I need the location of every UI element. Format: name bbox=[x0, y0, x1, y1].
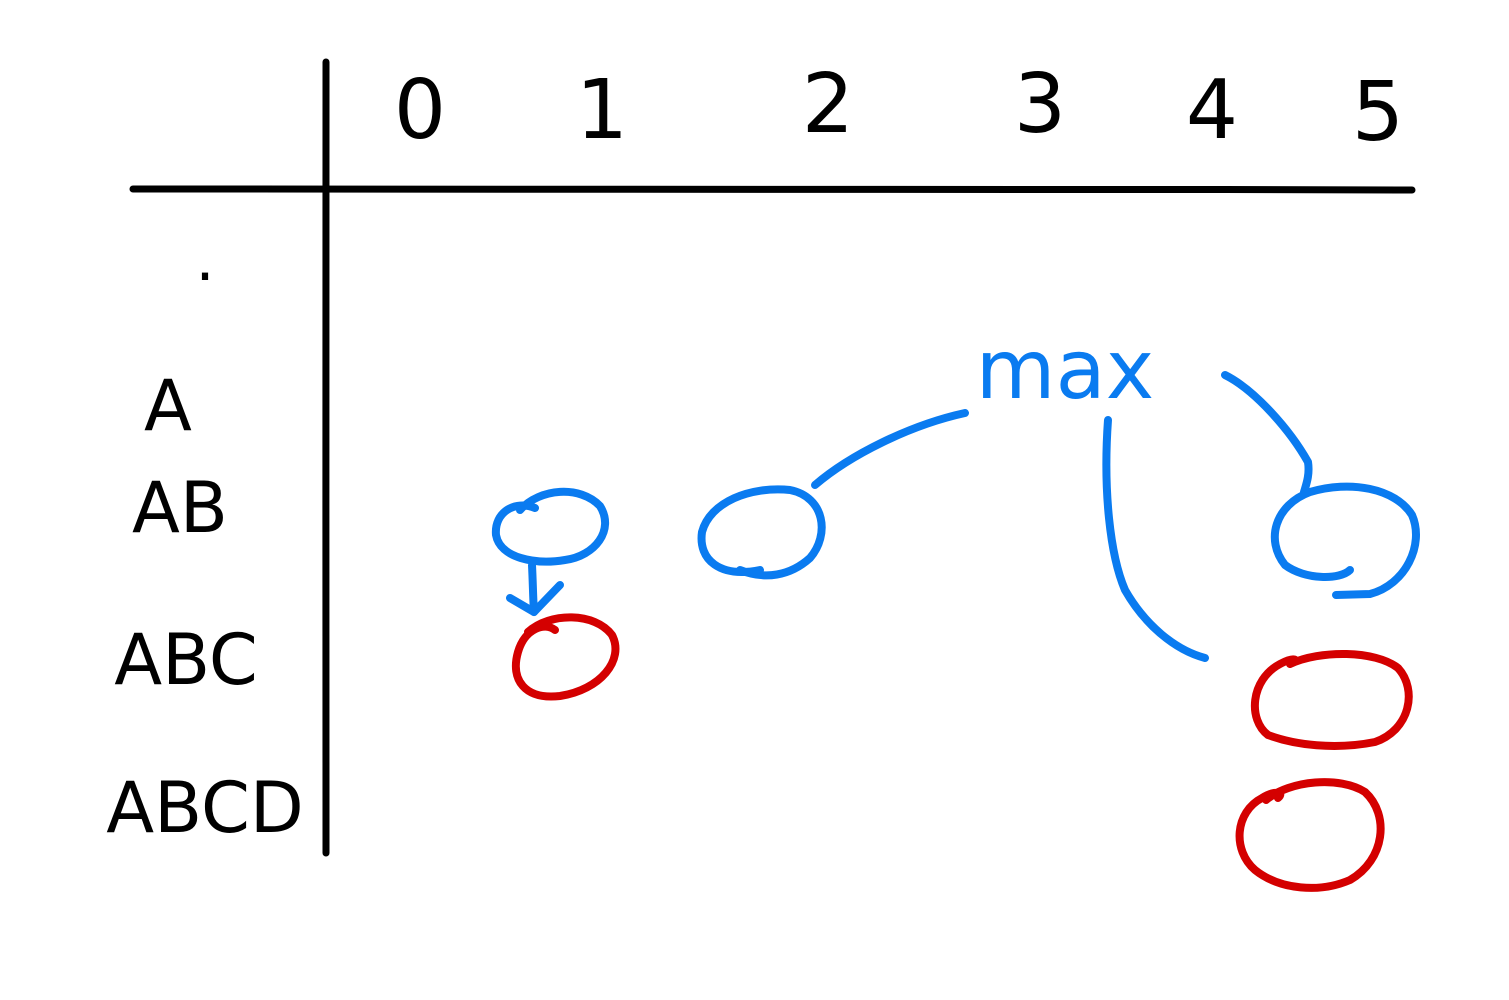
vertical-divider bbox=[322, 58, 330, 857]
blue-arrow-shaft bbox=[528, 561, 538, 616]
row-label-ab: AB bbox=[132, 467, 228, 549]
horizontal-divider bbox=[129, 185, 1416, 194]
blue-connector-max-to-5 bbox=[1221, 371, 1313, 496]
column-headers: 0 1 2 3 4 5 bbox=[394, 57, 1404, 160]
col-header-1: 1 bbox=[576, 63, 628, 158]
row-label-abc: ABC bbox=[114, 619, 258, 701]
blue-connector-max-to-2 bbox=[811, 409, 969, 489]
red-circle-abcd-4 bbox=[1235, 778, 1385, 892]
col-header-5: 5 bbox=[1352, 65, 1404, 160]
col-header-4: 4 bbox=[1186, 63, 1238, 158]
blue-arrow-head bbox=[506, 581, 564, 616]
row-labels: . A AB ABC ABCD bbox=[106, 225, 303, 849]
blue-marks bbox=[491, 371, 1420, 662]
red-marks bbox=[511, 613, 1413, 892]
blue-connector-max-to-4 bbox=[1102, 416, 1209, 662]
col-header-3: 3 bbox=[1014, 57, 1066, 152]
red-circle-abc-1 bbox=[511, 613, 620, 701]
max-annotation: max bbox=[976, 323, 1155, 418]
col-header-0: 0 bbox=[394, 63, 446, 158]
col-header-2: 2 bbox=[802, 57, 854, 152]
blue-circle-ab-1 bbox=[491, 487, 609, 566]
blue-circle-ab-2 bbox=[697, 485, 826, 580]
blue-circle-ab-5 bbox=[1270, 482, 1420, 599]
row-label-empty: . bbox=[195, 225, 214, 295]
row-label-abcd: ABCD bbox=[106, 767, 303, 849]
row-label-a: A bbox=[144, 365, 192, 447]
red-circle-abc-4 bbox=[1250, 649, 1413, 750]
